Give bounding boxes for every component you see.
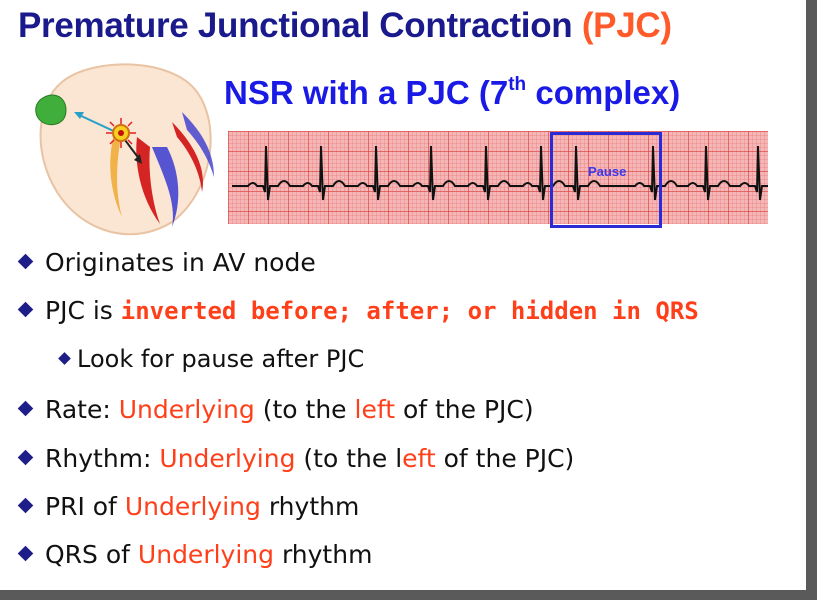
bullet-highlight: eft [402, 444, 436, 473]
subtitle-superscript: th [508, 74, 527, 95]
bullet-look-for-pause: Look for pause after PJC [58, 345, 365, 373]
slide-title: Premature Junctional Contraction (PJC) [18, 6, 672, 46]
subtitle-prefix: NSR with a PJC (7 [224, 74, 509, 111]
pause-highlight-box [550, 132, 662, 228]
bullet-rhythm: Rhythm: Underlying (to the left of the P… [17, 444, 575, 473]
bullet-highlight: Underlying [118, 395, 255, 424]
bullet-rate: Rate: Underlying (to the left of the PJC… [17, 395, 534, 424]
diamond-bullet-icon [17, 301, 34, 318]
bullet-text: Look for pause after PJC [77, 345, 365, 373]
bullet-text: rhythm [274, 540, 373, 569]
diamond-bullet-icon [17, 497, 34, 514]
slide: Premature Junctional Contraction (PJC) N… [0, 0, 806, 590]
ecg-strip [228, 131, 768, 224]
bullet-text: rhythm [260, 492, 360, 521]
diamond-bullet-icon [17, 449, 34, 466]
bullet-text: PJC is [45, 296, 121, 325]
slide-subtitle: NSR with a PJC (7th complex) [224, 74, 680, 112]
bullet-highlight: Underlying [159, 444, 296, 473]
ecg-trace [232, 145, 768, 201]
bullet-text: Rate: [45, 395, 119, 424]
bullet-qrs: QRS of Underlying rhythm [17, 540, 373, 569]
bullet-originates: Originates in AV node [17, 248, 316, 277]
subtitle-suffix: complex) [526, 74, 681, 111]
title-highlight: (PJC) [581, 6, 672, 45]
bullet-text: of the PJC) [395, 395, 534, 424]
bullet-text: of the PJC) [435, 444, 575, 473]
bullet-text: Rhythm: [45, 444, 160, 473]
bullet-highlight: Underlying [137, 540, 274, 569]
pause-label: Pause [588, 164, 627, 179]
bullet-pri: PRI of Underlying rhythm [17, 492, 360, 521]
bullet-text: Originates in AV node [45, 248, 316, 277]
bullet-pjc-inverted: PJC is inverted before; after; or hidden… [17, 296, 699, 325]
bullet-text: (to the l [295, 444, 403, 473]
bullet-highlight: Underlying [124, 492, 261, 521]
title-text: Premature Junctional Contraction [18, 6, 573, 45]
bullet-text: PRI of [45, 492, 125, 521]
bullet-highlight: inverted before; after; or hidden in QRS [120, 297, 699, 325]
heart-illustration [35, 63, 214, 236]
bullet-text: (to the [254, 395, 355, 424]
diamond-bullet-icon [17, 400, 34, 417]
diamond-bullet-icon [58, 352, 71, 365]
bullet-highlight: left [354, 395, 396, 424]
diamond-bullet-icon [17, 545, 34, 562]
bullet-text: QRS of [45, 540, 138, 569]
diamond-bullet-icon [17, 253, 34, 270]
